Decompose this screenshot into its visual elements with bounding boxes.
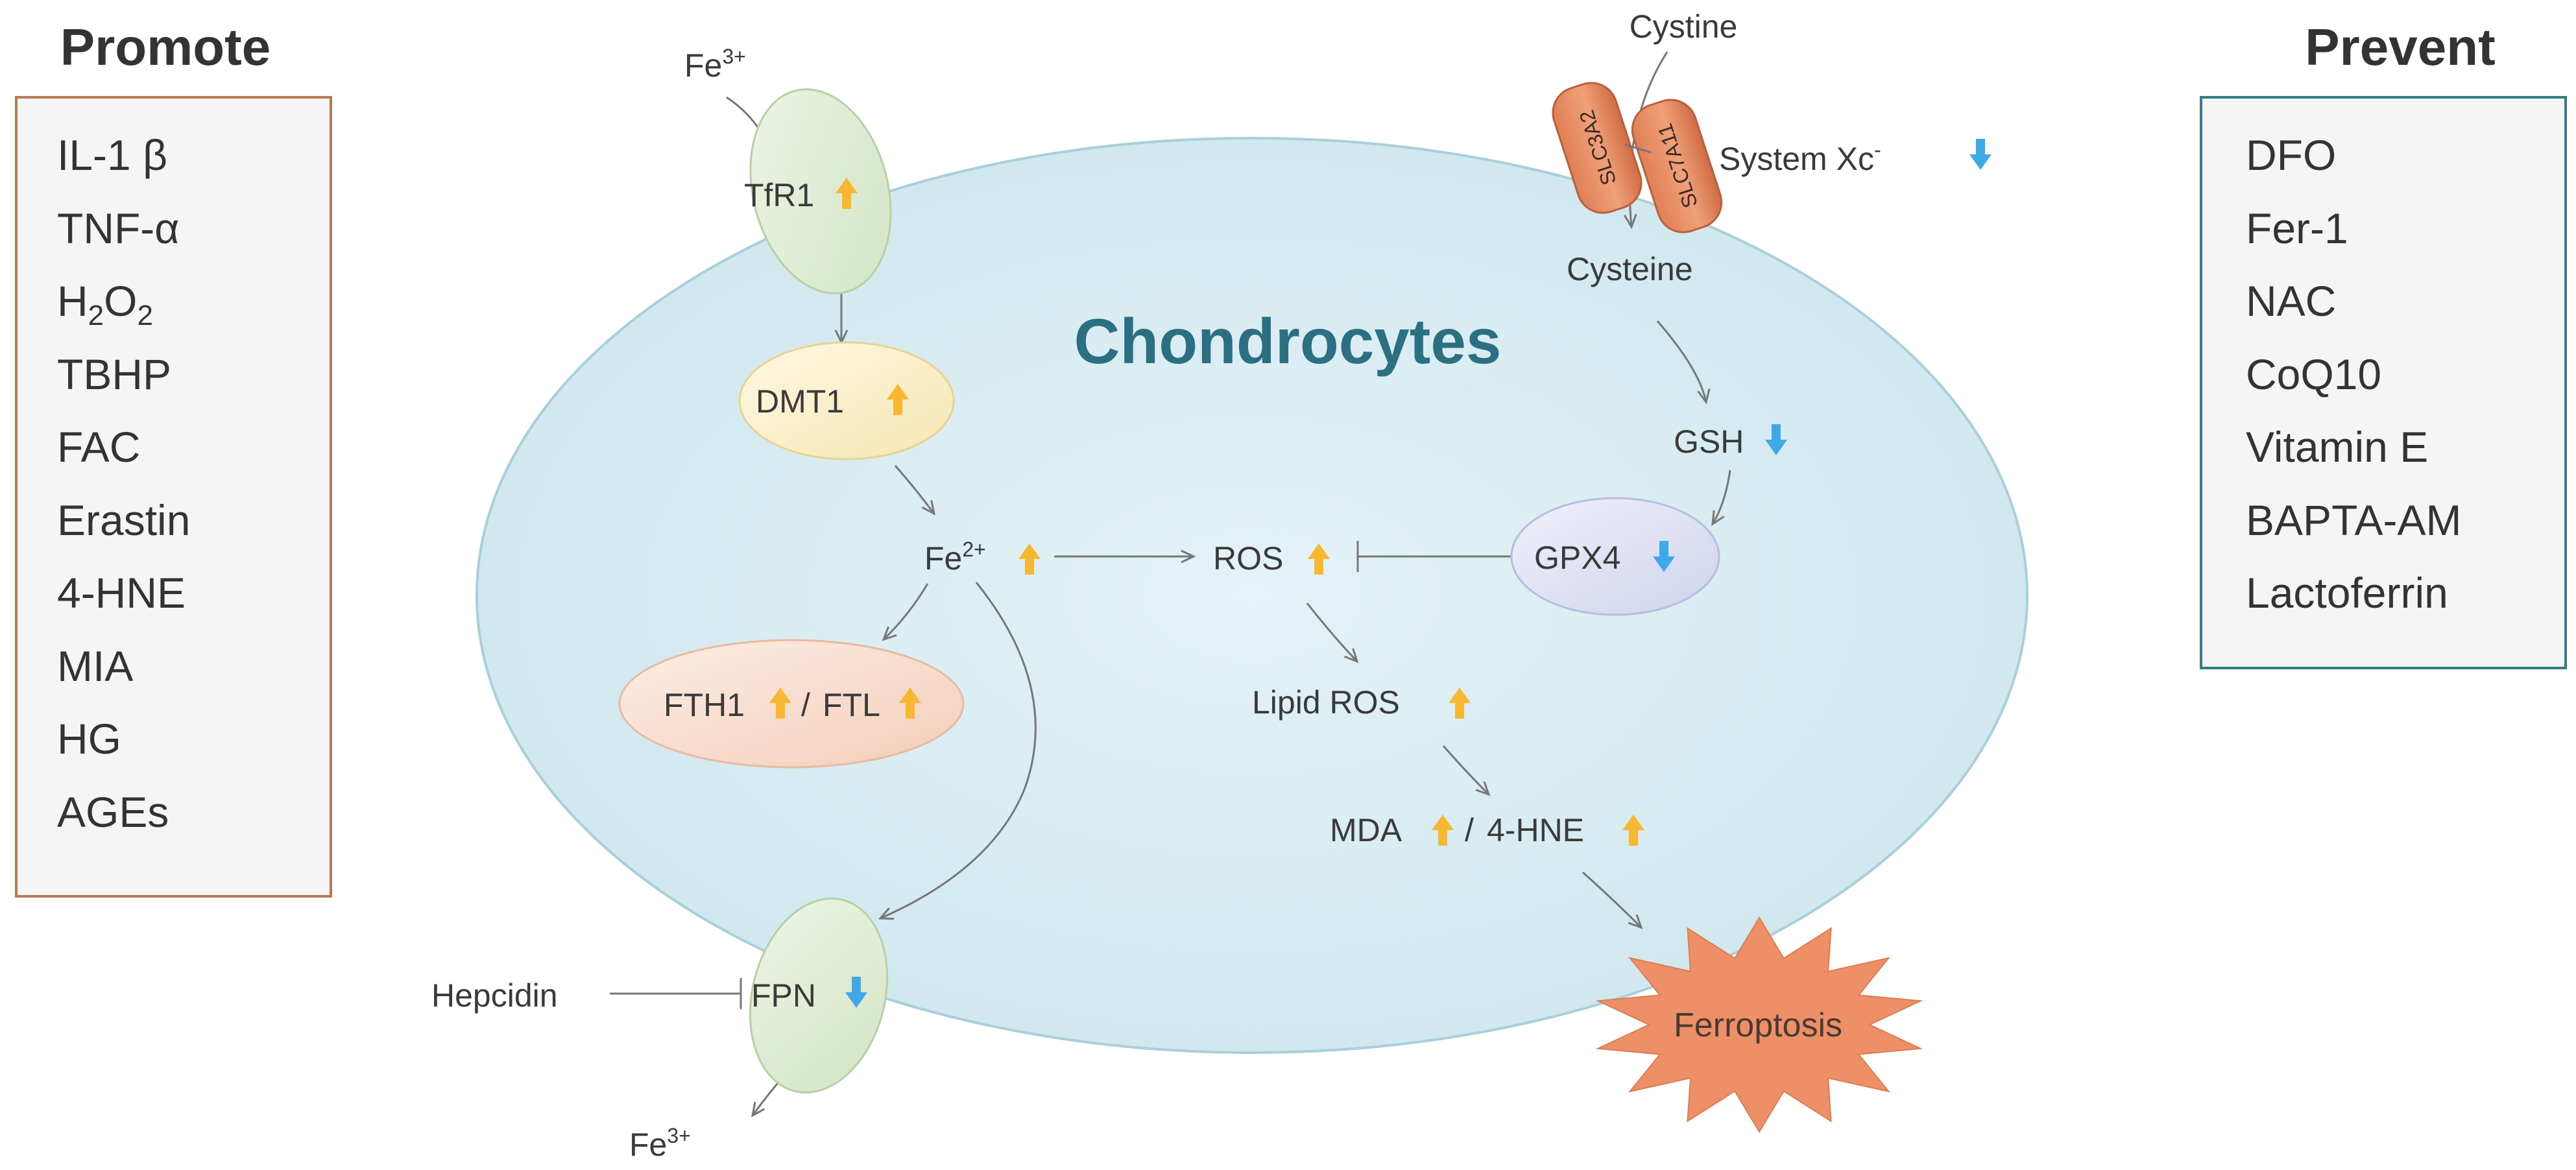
slc-connector <box>1624 143 1652 154</box>
tfr1-node <box>749 88 892 294</box>
prevent-item: NAC <box>2246 277 2336 325</box>
cysteine-label: Cysteine <box>1567 251 1693 287</box>
lipid-ros-label: Lipid ROS <box>1252 684 1400 721</box>
promote-item: HG <box>57 715 121 763</box>
arrow-ros-to-lipidros <box>1306 603 1357 662</box>
chondrocyte-cell <box>475 137 2028 1054</box>
hne-label: 4-HNE <box>1487 812 1584 848</box>
prevent-box <box>2200 96 2567 669</box>
mda-label: MDA <box>1330 812 1402 848</box>
arrow-fe2-to-ferritin <box>884 583 929 639</box>
promote-list: IL-1 β TNF-α H2O2 TBHP FAC Erastin 4-HNE… <box>57 131 190 836</box>
prevent-item: Lactoferrin <box>2246 569 2448 617</box>
system-xc-label: System Xc- <box>1719 138 1881 177</box>
prevent-item: DFO <box>2246 131 2336 179</box>
cystine-label: Cystine <box>1630 8 1738 45</box>
tfr1-label: TfR1 <box>744 177 814 213</box>
promote-item: 4-HNE <box>57 569 186 617</box>
promote-item: MIA <box>57 642 133 690</box>
prevent-item: Fer-1 <box>2246 204 2348 252</box>
slc7a11-node: SLC7A11 <box>1631 99 1723 233</box>
arrow-cysteine-to-gsh <box>1656 320 1706 402</box>
promote-item: FAC <box>57 423 140 471</box>
ferritin-node <box>618 639 965 769</box>
promote-item: TNF-α <box>57 204 179 252</box>
hepcidin-label: Hepcidin <box>431 977 558 1014</box>
promote-title: Promote <box>60 18 271 76</box>
arrow-gsh-to-gpx4 <box>1713 470 1731 524</box>
dmt1-node <box>738 341 955 460</box>
prevent-item: BAPTA-AM <box>2246 496 2461 544</box>
fth1-label: FTH1 <box>664 687 745 723</box>
gpx4-node <box>1510 497 1720 616</box>
ferroptosis-label: Ferroptosis <box>1674 1007 1842 1044</box>
promote-box <box>15 96 332 898</box>
promote-item-h2o2: H2O2 <box>57 277 153 331</box>
ferritin-slash: / <box>801 687 810 723</box>
prevent-item: CoQ10 <box>2246 350 2381 398</box>
promote-item: Erastin <box>57 496 190 544</box>
gsh-label: GSH <box>1674 424 1744 460</box>
ros-label: ROS <box>1213 540 1283 577</box>
cell-label: Chondrocytes <box>1074 305 1502 377</box>
fpn-label: FPN <box>751 977 816 1014</box>
down-arrow-icon <box>1969 139 1992 170</box>
fe2-label: Fe2+ <box>924 538 986 577</box>
fe3-top-label: Fe3+ <box>684 45 746 84</box>
arrow-dmt1-to-fe2 <box>894 465 934 514</box>
mda-slash: / <box>1465 812 1474 848</box>
prevent-title: Prevent <box>2305 18 2495 76</box>
dmt1-label: DMT1 <box>756 383 844 420</box>
promote-item: TBHP <box>57 350 171 398</box>
arrow-fe2-to-fpn <box>880 582 1037 918</box>
ftl-label: FTL <box>823 687 880 723</box>
promote-item: AGEs <box>57 788 169 836</box>
fpn-node <box>749 897 889 1094</box>
arrow-lipidros-to-mda <box>1442 745 1489 794</box>
ferroptosis-burst <box>1595 916 1923 1133</box>
arrow-mda-to-ferroptosis <box>1582 871 1641 927</box>
gpx4-label: GPX4 <box>1534 540 1620 576</box>
prevent-item: Vitamin E <box>2246 423 2428 471</box>
slc3a2-node: SLC3A2 <box>1552 82 1643 214</box>
promote-item: IL-1 β <box>57 131 167 179</box>
prevent-list: DFO Fer-1 NAC CoQ10 Vitamin E BAPTA-AM L… <box>2246 131 2461 617</box>
fe3-bottom-label: Fe3+ <box>629 1124 691 1163</box>
